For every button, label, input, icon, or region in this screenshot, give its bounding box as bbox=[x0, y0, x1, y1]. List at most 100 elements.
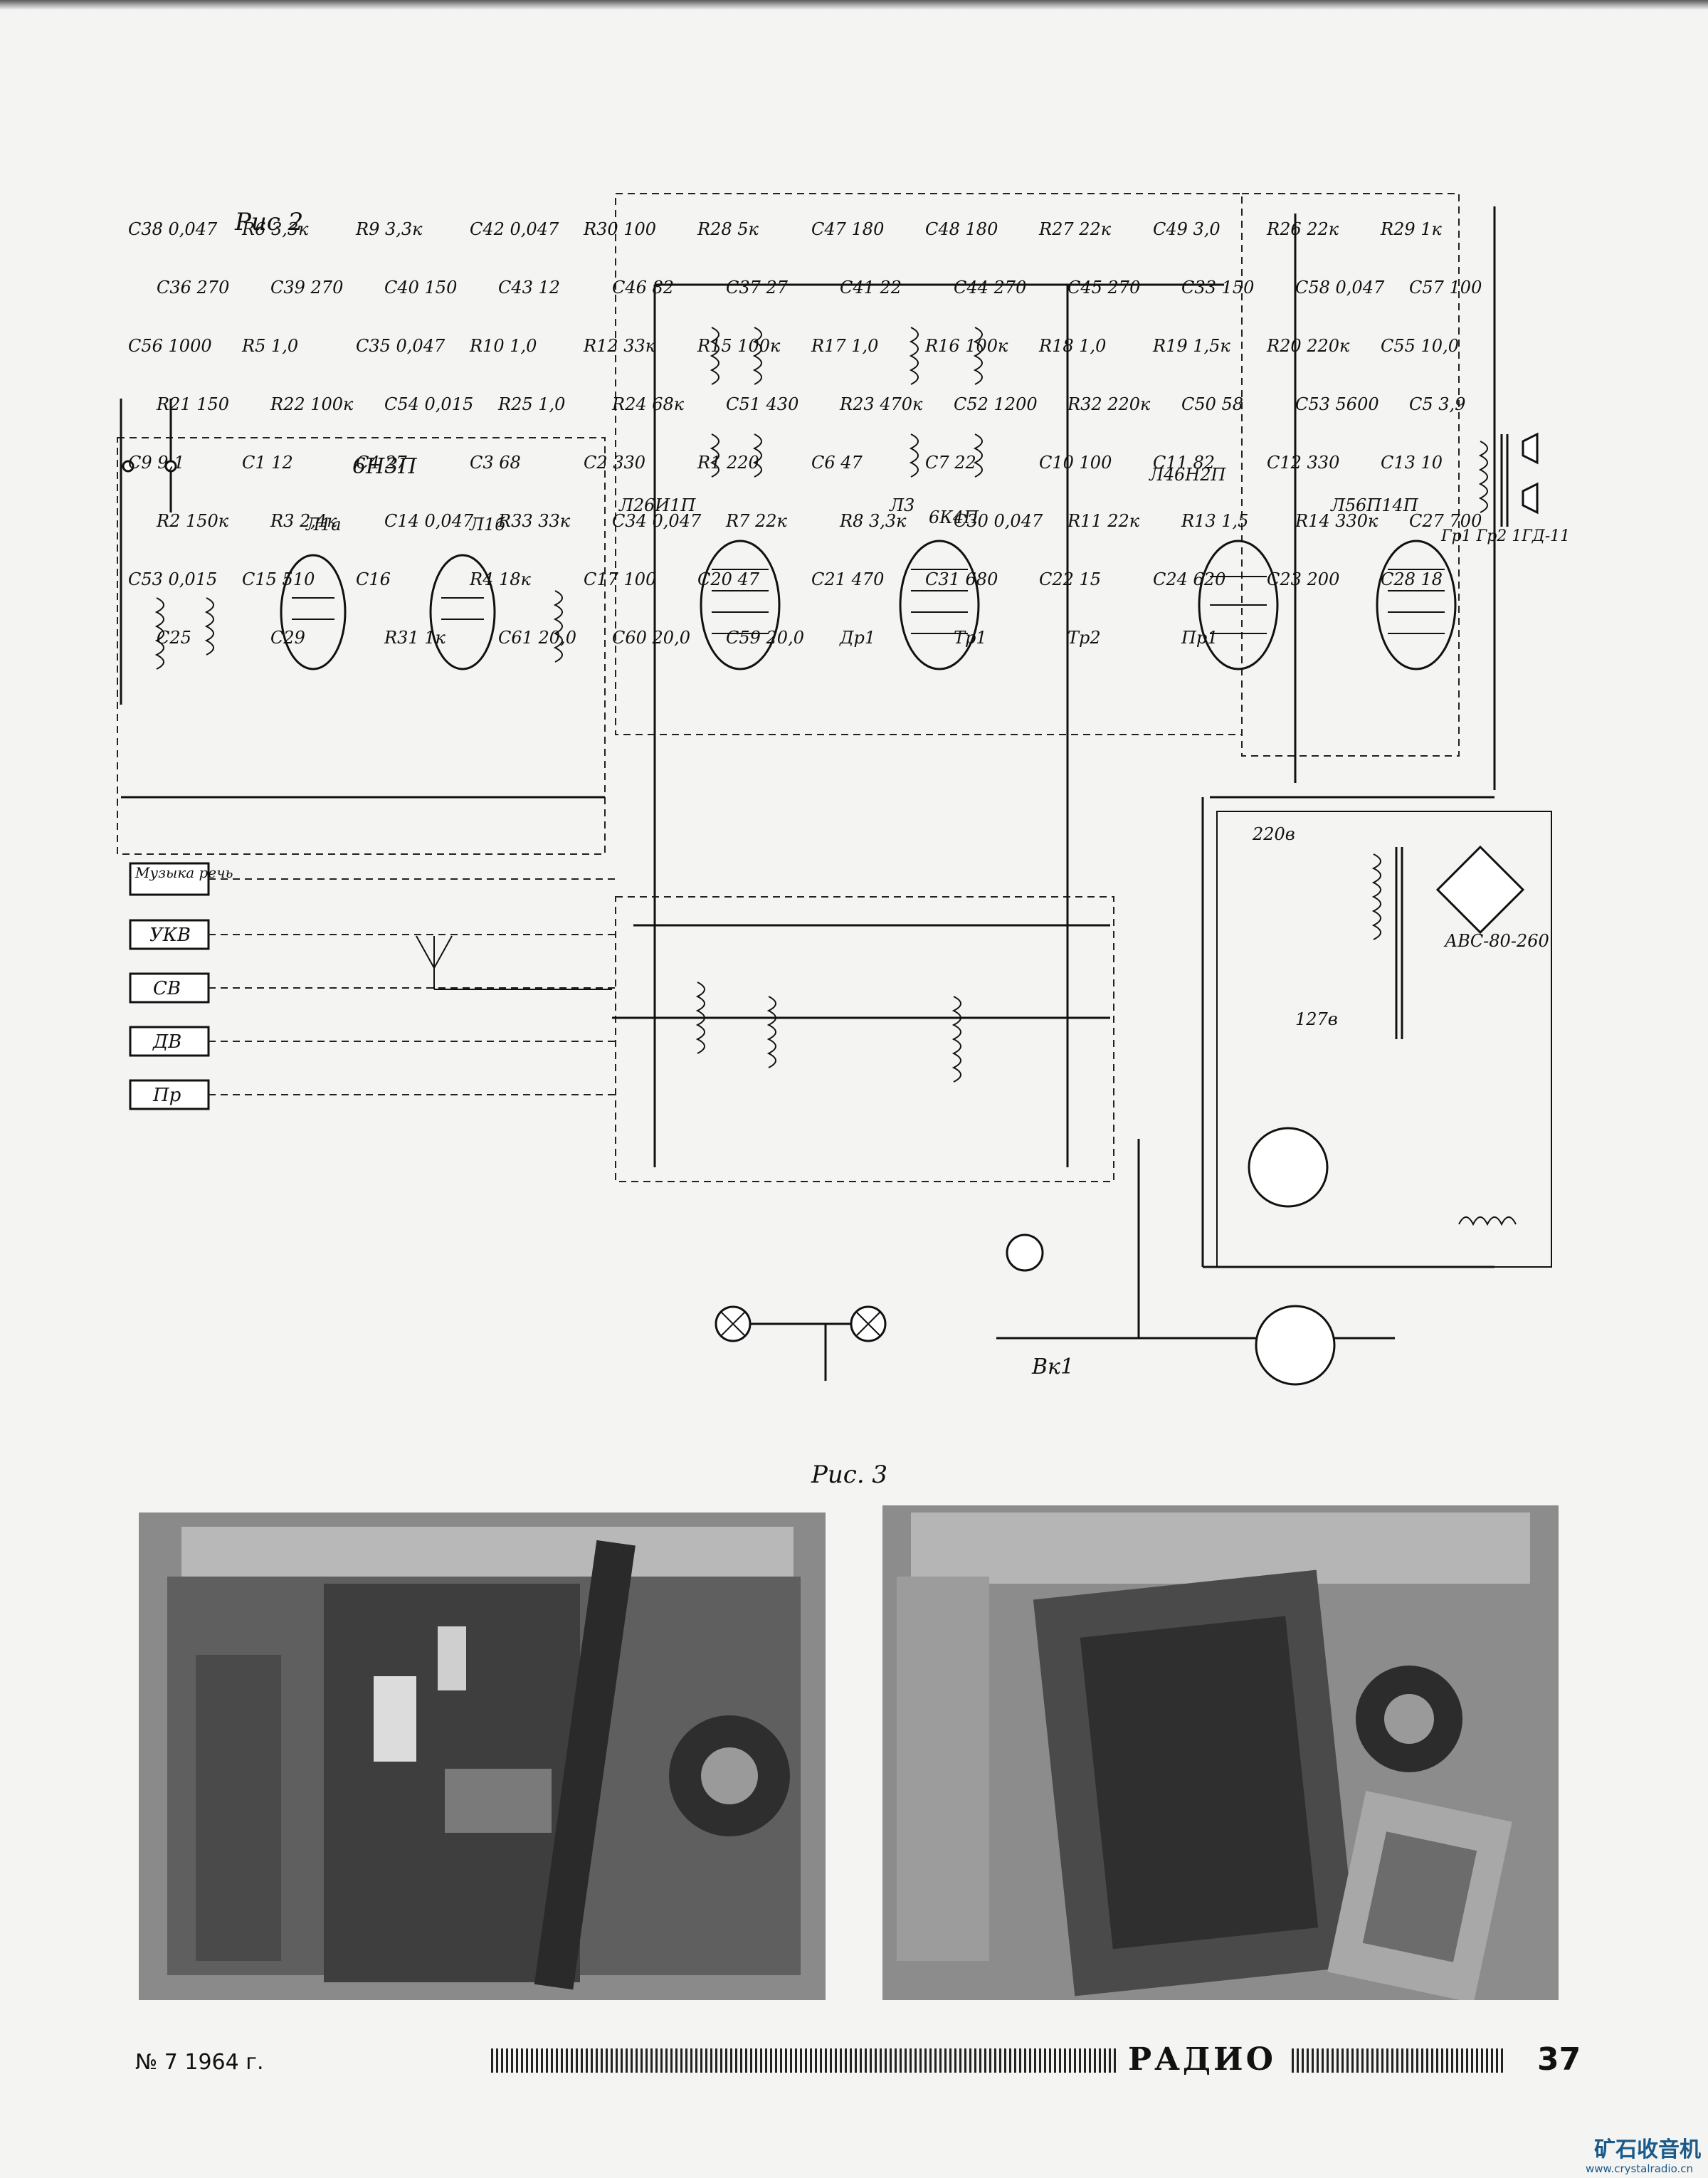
fig3-caption: Рис. 3 bbox=[811, 1461, 888, 1489]
button-pr-label: Пр bbox=[152, 1085, 181, 1106]
component-label: Тр2 bbox=[1068, 628, 1101, 648]
rectifier-label: АВС-80-260 bbox=[1443, 931, 1549, 951]
button-ukv[interactable] bbox=[129, 919, 210, 950]
component-label: C9 9,1 bbox=[128, 453, 184, 473]
component-label: C55 10,0 bbox=[1381, 336, 1459, 356]
button-ukv-label: УКВ bbox=[149, 925, 191, 946]
watermark-text: 矿石收音机 bbox=[1594, 2137, 1701, 2162]
tube-l2 bbox=[700, 540, 781, 670]
component-label: C51 430 bbox=[726, 394, 798, 414]
component-label: C44 270 bbox=[954, 278, 1026, 298]
component-label: R9 3,3к bbox=[355, 219, 423, 239]
button-sv-label: СВ bbox=[153, 978, 181, 999]
component-label: R18 1,0 bbox=[1038, 336, 1106, 356]
component-label: C38 0,047 bbox=[128, 219, 218, 239]
component-label: C58 0,047 bbox=[1295, 278, 1385, 298]
component-label: C42 0,047 bbox=[470, 219, 559, 239]
tube-l5-ref: Л5 bbox=[1330, 495, 1356, 515]
octal-socket-output bbox=[1255, 1305, 1336, 1386]
component-label: Пр1 bbox=[1181, 628, 1218, 648]
component-label: C60 20,0 bbox=[612, 628, 690, 648]
power-switch-label: Вк1 bbox=[1031, 1354, 1074, 1379]
component-label: C4 27 bbox=[356, 453, 408, 473]
component-label: C21 470 bbox=[811, 569, 884, 589]
component-label: C15 510 bbox=[242, 569, 315, 589]
component-label: R11 22к bbox=[1067, 511, 1140, 531]
component-label: R32 220к bbox=[1067, 394, 1151, 414]
component-label: C30 0,047 bbox=[954, 511, 1043, 531]
component-label: C41 22 bbox=[840, 278, 902, 298]
component-label: C50 58 bbox=[1181, 394, 1243, 414]
component-label: C34 0,047 bbox=[612, 511, 702, 531]
tube-l1a bbox=[280, 554, 347, 670]
component-label: C6 47 bbox=[811, 453, 863, 473]
component-label: C35 0,047 bbox=[356, 336, 446, 356]
component-label: R30 100 bbox=[583, 219, 656, 239]
component-label: C36 270 bbox=[157, 278, 229, 298]
component-label: C61 20,0 bbox=[498, 628, 576, 648]
component-label: C59 20,0 bbox=[726, 628, 804, 648]
photo-left bbox=[139, 1512, 826, 2000]
component-label: R24 68к bbox=[611, 394, 685, 414]
am-block-boundary bbox=[615, 896, 1114, 1182]
component-label: C1 12 bbox=[242, 453, 293, 473]
tube-l2-type: 6И1П bbox=[644, 495, 696, 515]
component-label: C12 330 bbox=[1267, 453, 1339, 473]
component-label: C20 47 bbox=[697, 569, 760, 589]
component-label: C3 68 bbox=[470, 453, 521, 473]
component-label: C40 150 bbox=[384, 278, 457, 298]
tube-l5-type: 6П14П bbox=[1356, 495, 1419, 515]
component-label: C47 180 bbox=[811, 219, 884, 239]
component-label: R5 1,0 bbox=[241, 336, 298, 356]
component-label: C16 bbox=[356, 569, 391, 589]
tube-l1a-ref: Л1а bbox=[305, 515, 342, 535]
component-label: C25 bbox=[157, 628, 191, 648]
tube-l2-ref: Л2 bbox=[618, 495, 644, 515]
button-dv-label: ДВ bbox=[152, 1031, 181, 1053]
watermark-url: www.crystalradio.cn bbox=[1586, 2162, 1694, 2175]
component-label: C13 10 bbox=[1381, 453, 1443, 473]
tube-l1b-ref: Л1б bbox=[469, 515, 505, 535]
issue-label: № 7 1964 г. bbox=[135, 2050, 264, 2075]
component-label: C31 680 bbox=[925, 569, 998, 589]
tube-l3-ref: Л3 bbox=[889, 495, 914, 515]
component-label: C33 150 bbox=[1181, 278, 1254, 298]
component-label: C56 1000 bbox=[128, 336, 212, 356]
component-label: C53 0,015 bbox=[128, 569, 217, 589]
speaker-label: Гр1 Гр2 1ГД-11 bbox=[1440, 527, 1570, 545]
magazine-title: РАДИО bbox=[1128, 2041, 1276, 2078]
component-label: R17 1,0 bbox=[811, 336, 878, 356]
mains-127-label: 127в bbox=[1295, 1009, 1338, 1029]
mains-220-label: 220в bbox=[1252, 824, 1295, 844]
component-label: R14 330к bbox=[1295, 511, 1378, 531]
component-label: R16 100к bbox=[924, 336, 1008, 356]
component-label: R12 33к bbox=[583, 336, 656, 356]
component-label: R20 220к bbox=[1266, 336, 1350, 356]
component-label: C17 100 bbox=[584, 569, 656, 589]
component-label: C10 100 bbox=[1039, 453, 1112, 473]
tube-l5 bbox=[1376, 540, 1457, 670]
circuit-schematic: Музыка речь УКВ СВ ДВ Пр 6Н3П Л1а Л1б Л2… bbox=[117, 193, 1570, 1386]
component-label: R2 150к bbox=[156, 511, 229, 531]
tube-l1b bbox=[429, 554, 496, 670]
component-label: C53 5600 bbox=[1295, 394, 1379, 414]
component-label: C45 270 bbox=[1068, 278, 1140, 298]
footer-rule-left bbox=[491, 2048, 1117, 2073]
button-sv[interactable] bbox=[129, 972, 210, 1004]
component-label: R21 150 bbox=[156, 394, 229, 414]
component-label: C14 0,047 bbox=[384, 511, 474, 531]
component-label: R6 3,3к bbox=[241, 219, 309, 239]
component-label: R33 33к bbox=[497, 511, 571, 531]
component-label: C24 620 bbox=[1153, 569, 1225, 589]
component-label: R23 470к bbox=[839, 394, 923, 414]
component-label: C54 0,015 bbox=[384, 394, 473, 414]
scan-edge bbox=[0, 0, 1708, 10]
component-label: C43 12 bbox=[498, 278, 560, 298]
component-label: C52 1200 bbox=[954, 394, 1038, 414]
footer-rule-right bbox=[1292, 2048, 1505, 2073]
component-label: R28 5к bbox=[697, 219, 759, 239]
component-label: R15 100к bbox=[697, 336, 781, 356]
tube-l3-type: 6К4П bbox=[929, 507, 979, 527]
component-label: C39 270 bbox=[270, 278, 343, 298]
fig2-caption: Рис 2 bbox=[235, 208, 304, 236]
